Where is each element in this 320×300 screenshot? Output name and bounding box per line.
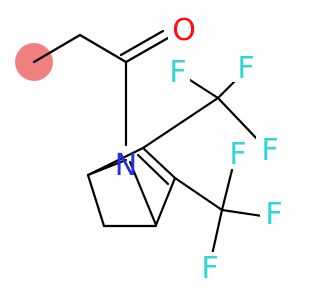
fluorine-atom-label-3: F [261,133,278,168]
molecule-diagram: O N F F F F F F [15,13,286,286]
bond-bridge-right-alkene [154,176,177,227]
bond-cf3-upper-f1 [188,78,220,100]
bond-cf3-lower-f3 [210,208,224,257]
bond-n-bridge-right [128,160,158,227]
atom-labels: O N F F F F F F [115,13,286,286]
bonds [32,29,264,257]
bond-ch2-carbonyl [78,33,128,64]
bond-carbonyl-o-1 [124,36,170,64]
oxygen-atom-label: O [172,13,196,48]
bond-bridge-left-alkene [86,146,145,177]
fluorine-atom-label-6: F [201,251,218,286]
fluorine-atom-label-2: F [237,51,254,86]
bond-cf3-upper-f3 [216,96,260,142]
bond-cf3-upper-f2 [216,78,238,100]
fluorine-atom-label-4: F [229,137,246,172]
nitrogen-atom-label: N [115,148,137,183]
bond-alkene-cf3-lower [173,176,224,212]
bond-alkene-2 [136,153,170,186]
bond-ch3-ch2 [32,33,82,64]
bond-bridge-left-down [86,173,106,228]
fluorine-atom-label-1: F [169,55,186,90]
bond-cf3-lower-f1 [220,168,234,212]
bond-alkene-1 [141,146,177,180]
fluorine-atom-label-5: F [265,197,282,232]
bond-cf3-lower-f2 [220,208,264,218]
bond-carbonyl-o-2 [119,29,165,57]
bond-alkene-cf3-upper [141,96,220,150]
